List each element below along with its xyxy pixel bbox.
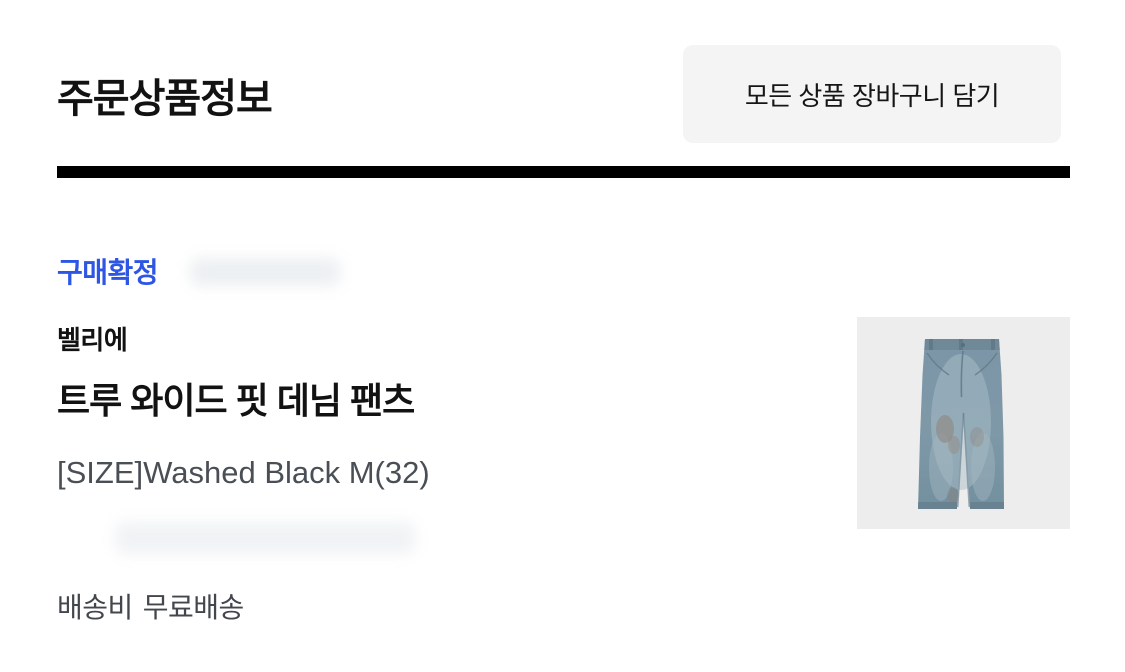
redacted-date-blur: [190, 258, 340, 286]
add-all-to-cart-label: 모든 상품 장바구니 담기: [744, 80, 1000, 111]
add-all-to-cart-button[interactable]: 모든 상품 장바구니 담기: [683, 45, 1061, 143]
scrollbar-track: [1107, 0, 1125, 672]
shipping-value: 무료배송: [142, 592, 245, 623]
product-image[interactable]: [857, 317, 1070, 529]
page-title: 주문상품정보: [57, 77, 273, 121]
product-option: [SIZE]Washed Black M(32): [57, 455, 430, 490]
denim-pants-illustration: [918, 339, 1004, 509]
shipping-info: 배송비 무료배송: [57, 586, 244, 626]
brand-name: 벨리에: [57, 325, 128, 355]
product-name-link[interactable]: 트루 와이드 핏 데님 팬츠: [57, 380, 415, 421]
redacted-price-blur: [115, 522, 415, 554]
purchase-status-badge: 구매확정: [57, 257, 159, 288]
section-divider: [57, 166, 1070, 178]
shipping-label: 배송비: [57, 592, 133, 623]
